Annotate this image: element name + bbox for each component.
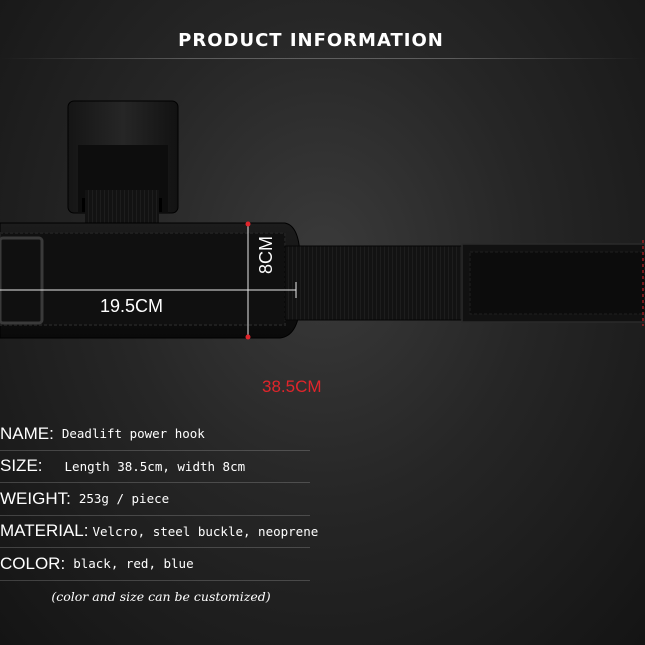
height-dimension-label: 8CM [256, 235, 276, 274]
spec-label: MATERIAL: [0, 521, 89, 541]
spec-value: Deadlift power hook [61, 426, 205, 442]
spec-row-color: COLOR: black, red, blue [0, 548, 310, 581]
spec-value: black, red, blue [73, 556, 194, 572]
customization-note: (color and size can be customized) [51, 589, 271, 604]
spec-row-size: SIZE: Length 38.5cm, width 8cm [0, 451, 310, 483]
length-dimension-label: 38.5CM [262, 377, 322, 396]
spec-row-material: MATERIAL: Velcro, steel buckle, neoprene [0, 516, 318, 548]
spec-table: NAME: Deadlift power hook SIZE: Length 3… [0, 418, 318, 581]
spec-row-name: NAME: Deadlift power hook [0, 418, 310, 451]
spec-label: SIZE: [0, 456, 43, 476]
spec-label: NAME: [0, 423, 54, 443]
title-divider [0, 58, 645, 59]
spec-value: Velcro, steel buckle, neoprene [92, 523, 319, 539]
product-image [0, 100, 645, 340]
spec-row-weight: WEIGHT: 253g / piece [0, 483, 310, 516]
page-title: PRODUCT INFORMATION [178, 30, 444, 51]
spec-value: Length 38.5cm, width 8cm [64, 458, 246, 474]
spec-label: WEIGHT: [0, 488, 71, 508]
hook-part [67, 100, 179, 238]
width-dimension-label: 19.5CM [100, 296, 164, 316]
spec-label: COLOR: [0, 553, 66, 573]
spec-value: 253g / piece [78, 491, 170, 507]
